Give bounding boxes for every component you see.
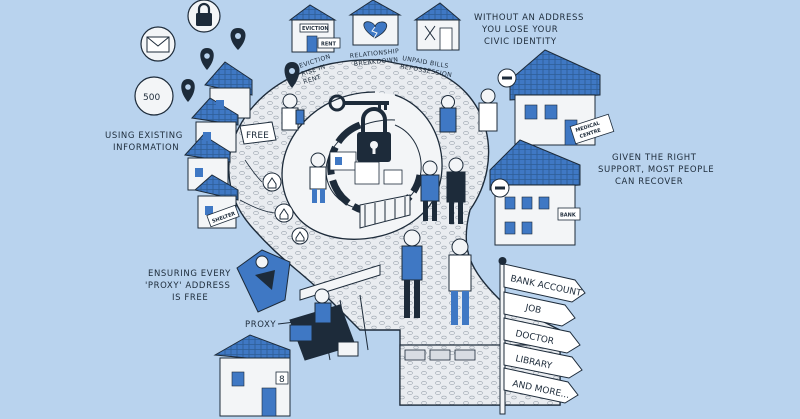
house-broken-heart [348,0,402,46]
central-padlock-icon [357,107,391,162]
rent-sign: RENT [321,42,336,48]
eviction-sign: EVICTION [302,26,329,32]
envelope-badge-icon [140,26,176,62]
svg-text:CAN RECOVER: CAN RECOVER [615,177,683,187]
id-documents [329,151,403,185]
caption-given-support: GIVEN THE RIGHT SUPPORT, MOST PEOPLE CAN… [598,153,714,187]
address-bubbles [262,172,309,245]
svg-text:SUPPORT, MOST PEOPLE: SUPPORT, MOST PEOPLE [598,165,714,175]
svg-text:BREAKDOWN: BREAKDOWN [353,56,398,68]
signpost: BANK ACCOUNT JOB DOCTOR LIBRARY AND MORE… [498,257,586,415]
house-number: 8 [279,375,285,385]
svg-text:WITHOUT AN ADDRESS: WITHOUT AN ADDRESS [474,13,584,23]
caption-proxy: PROXY [245,320,296,330]
proxy-person-at-desk [289,288,359,361]
bubble-arrows [239,159,276,214]
svg-text:FREE: FREE [246,131,269,141]
caption-ensuring-free: ENSURING EVERY 'PROXY' ADDRESS IS FREE [145,269,231,303]
caption-without-address: WITHOUT AN ADDRESS YOU LOSE YOUR CIVIC I… [474,13,584,47]
map-pin-icon [284,62,300,88]
spiral-label-relationship: RELATIONSHIP BREAKDOWN [349,48,399,68]
sofa-person [236,249,291,313]
key-icon [328,94,389,112]
map-pin-icon [200,48,214,70]
free-sign: FREE [239,121,277,145]
svg-text:JOB: JOB [523,303,542,316]
map-pin-icon [230,28,246,50]
svg-text:GIVEN THE RIGHT: GIVEN THE RIGHT [612,153,697,163]
svg-text:INFORMATION: INFORMATION [113,143,179,153]
number-badge-label: 500 [143,93,160,103]
svg-text:IS FREE: IS FREE [172,293,208,303]
signpost-arm-job: JOB [503,291,576,327]
people-group [281,88,498,325]
fence-right [359,194,411,229]
map-pin-icon [181,79,195,102]
caption-using-existing: USING EXISTING INFORMATION [105,131,183,153]
bank-building: BANK [489,139,581,246]
signpost-arm-doctor: DOCTOR [503,317,581,354]
bank-sign: BANK [560,213,577,219]
svg-text:CIVIC IDENTITY: CIVIC IDENTITY [484,37,557,47]
svg-text:YOU LOSE YOUR: YOU LOSE YOUR [481,25,558,35]
lock-badge-icon [187,0,221,33]
number-badge: 500 [134,76,174,116]
svg-text:ENSURING EVERY: ENSURING EVERY [148,269,231,279]
svg-text:PROXY: PROXY [245,320,276,330]
house-eviction: EVICTION RENT [288,4,341,53]
signpost-arm-library: LIBRARY [503,342,583,379]
house-bottom-left: 8 [213,334,291,417]
svg-text:'PROXY' ADDRESS: 'PROXY' ADDRESS [145,281,231,291]
shelter-sign: SHELTER [206,204,240,228]
medical-centre-building: MEDICAL CENTRE [497,49,615,146]
svg-text:USING EXISTING: USING EXISTING [105,131,183,141]
house-derelict [413,2,462,51]
